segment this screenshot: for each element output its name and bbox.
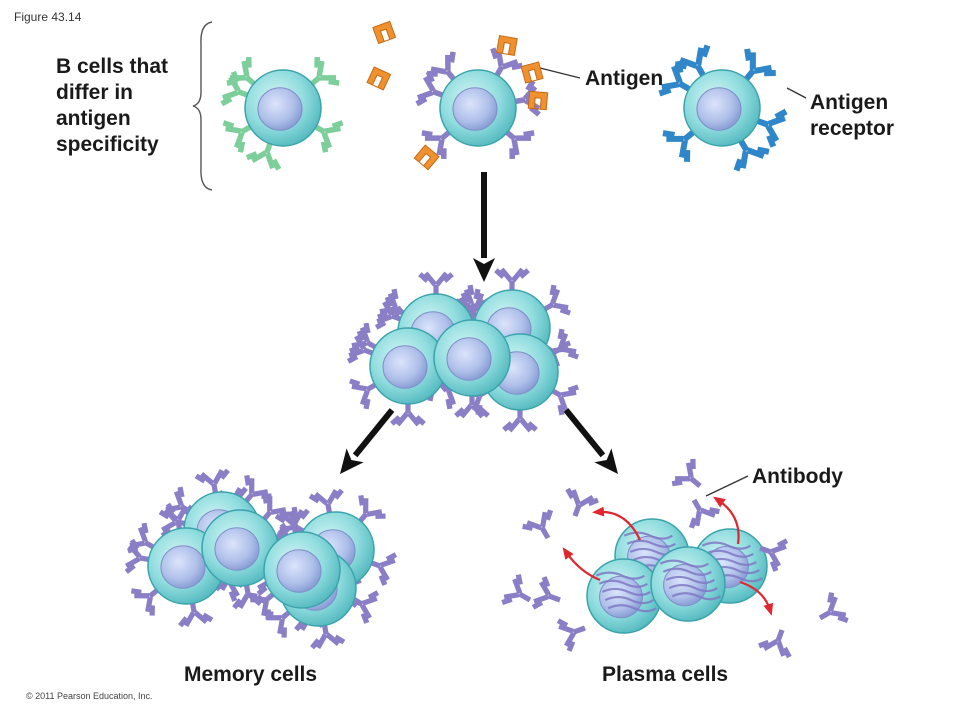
antibody-icon <box>671 458 702 489</box>
antibody-leader-line <box>705 475 749 497</box>
b-cell-icon <box>201 509 279 587</box>
receptor-icon <box>220 70 252 107</box>
antibody-icon <box>758 629 792 659</box>
curved-red-arrow-icon <box>739 580 774 616</box>
receptor-icon <box>311 120 344 153</box>
down-arrow-icon <box>563 408 618 474</box>
antigen-leader-line <box>539 67 581 79</box>
antigen-icon <box>372 20 397 45</box>
curved-red-arrow-icon <box>562 547 601 582</box>
antibody-label: Antibody <box>752 465 843 488</box>
antigen-icon <box>413 144 440 171</box>
antigen-icon <box>527 90 549 111</box>
b-cells-label-line: specificity <box>56 133 159 156</box>
antibody-icon <box>565 487 599 517</box>
copyright-text: © 2011 Pearson Education, Inc. <box>26 691 153 701</box>
b-cell-icon <box>439 69 517 147</box>
antigen-label: Antigen <box>585 67 664 90</box>
b-cell-icon <box>586 558 662 634</box>
curved-red-arrow-icon <box>713 496 740 545</box>
b-cells-label-line: B cells that <box>56 55 169 78</box>
curved-red-arrow-icon <box>592 506 641 541</box>
bracket-icon <box>192 21 213 191</box>
receptor-icon <box>274 508 310 536</box>
antigen-receptor-label-line: receptor <box>810 117 895 140</box>
b-cell-icon <box>244 69 322 147</box>
antibody-icon <box>501 574 532 606</box>
b-cell-icon <box>683 69 761 147</box>
b-cell-icon <box>650 546 726 622</box>
antibody-icon <box>759 538 789 572</box>
antigen-receptor-label: Antigen receptor <box>810 90 894 142</box>
receptor-icon <box>753 108 788 148</box>
antibody-icon <box>688 498 720 529</box>
memory-cells-label: Memory cells <box>184 663 318 686</box>
receptor-icon <box>308 56 340 88</box>
receptor-icon <box>356 494 386 525</box>
receptor-icon <box>494 267 530 293</box>
antibody-icon <box>522 509 554 540</box>
b-cells-label-line: differ in <box>56 81 133 104</box>
antibody-icon <box>556 618 586 652</box>
antigen-receptor-label-line: Antigen <box>810 91 889 114</box>
plasma-cells-label: Plasma cells <box>602 663 729 686</box>
arrow-layer <box>340 172 774 616</box>
antibody-icon <box>818 592 849 624</box>
cell-layer <box>147 69 768 634</box>
antigen-icon <box>495 34 518 57</box>
b-cell-icon <box>433 319 511 397</box>
antibody-layer <box>501 458 849 659</box>
b-cells-label: B cells that differ in antigen specifici… <box>56 54 196 158</box>
antibody-icon <box>531 576 561 610</box>
figure-label: Figure 43.14 <box>14 10 82 24</box>
receptor-icon <box>349 378 379 410</box>
receptor-icon <box>194 468 230 496</box>
receptor-leader-line <box>786 87 807 99</box>
b-cell-icon <box>263 531 341 609</box>
down-arrow-icon <box>473 172 495 282</box>
receptor-icon <box>367 552 398 586</box>
antigen-icon <box>366 66 392 91</box>
receptor-icon <box>222 120 255 153</box>
b-cell-icon <box>369 327 447 405</box>
antigen-icon <box>520 61 544 84</box>
receptor-icon <box>346 330 377 364</box>
b-cells-label-line: antigen <box>56 107 131 130</box>
antigen-layer <box>366 20 549 171</box>
down-arrow-icon <box>340 408 395 474</box>
